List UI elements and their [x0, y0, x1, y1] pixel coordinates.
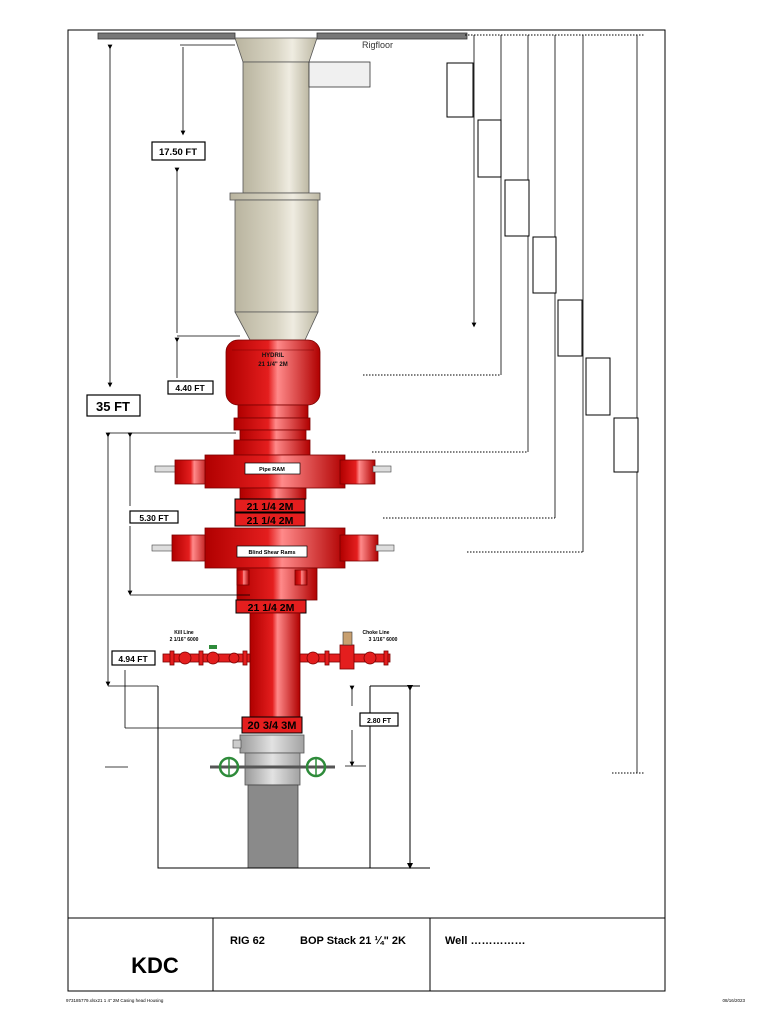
- pipe-ram-label-box: [244, 462, 301, 475]
- cellar-outline: [157, 686, 430, 869]
- blind-shear-label: Blind Shear Rams: [248, 550, 295, 556]
- casing-head-housing: [210, 734, 335, 786]
- blind-shear-rod-right: [375, 544, 395, 552]
- choke-line-flange-1: [324, 650, 330, 666]
- bell-nipple: [229, 37, 321, 341]
- rig-number: RIG 62: [230, 935, 265, 947]
- ladder-box-3: [504, 179, 530, 237]
- bell-nipple-taper: [234, 311, 319, 341]
- choke-line-valve-1: [306, 651, 320, 665]
- bell-nipple-top: [234, 37, 318, 63]
- dim-17-50-box: [151, 141, 206, 161]
- dim-4-40-box: [167, 380, 214, 395]
- company-name: KDC: [131, 953, 179, 978]
- spool-side-left: [236, 569, 250, 586]
- kill-line-valve-3: [228, 652, 240, 664]
- ladder-box-1: [446, 62, 474, 118]
- dim-5-30-box: [129, 510, 179, 524]
- choke-line-flange-2: [383, 650, 389, 666]
- pipe-ram-bonnet-right: [339, 459, 376, 485]
- pipe-ram-bonnet-left: [174, 459, 211, 485]
- casing-head-body: [244, 752, 301, 786]
- hydril-annular: HYDRIL 21 1/4" 2M: [225, 339, 321, 406]
- footer-date: 08/16/2023: [722, 998, 745, 1003]
- blind-shear-bonnet-right: [339, 534, 379, 562]
- rigfloor-label: Rigfloor: [362, 40, 393, 50]
- wellhead-flange-box: [241, 716, 303, 734]
- dim-17-50-label: 17.50 FT: [159, 147, 197, 158]
- pipe-ram-rod-left: [154, 465, 178, 473]
- choke-line-valve-body: [339, 644, 355, 670]
- dim-4-40-label: 4.40 FT: [175, 383, 205, 393]
- kill-line-valve-1: [178, 651, 192, 665]
- kill-line-flange-1: [169, 650, 175, 666]
- drawing-description: BOP Stack 21 ¼" 2K: [300, 935, 406, 947]
- casing-head-top: [239, 734, 305, 754]
- hydril-name: HYDRIL: [262, 353, 285, 359]
- drawing-border: [67, 29, 666, 992]
- choke-line-actuator: [342, 631, 353, 646]
- kill-line-name: Kill Line: [174, 630, 194, 636]
- dim-2-80-box: [359, 712, 399, 727]
- bell-nipple-lower-tube: [234, 199, 319, 313]
- adapter-flange-upper: [233, 417, 311, 431]
- blind-shear-rams: Blind Shear Rams: [151, 527, 395, 569]
- kill-line-valve-2: [206, 651, 220, 665]
- choke-line-valve-2: [363, 651, 377, 665]
- blind-shear-label-box: [236, 545, 308, 558]
- ladder-box-6: [585, 357, 611, 416]
- bell-nipple-flange: [229, 192, 321, 201]
- casing-head-bolt: [232, 739, 242, 749]
- choke-line-spec: 3 1/16" 6000: [369, 637, 398, 643]
- wellhead-flange-label: 20 3/4 3M: [248, 720, 297, 732]
- kill-line-handwheel: [209, 645, 217, 649]
- riser-pipe: [249, 612, 301, 718]
- kill-line: Kill Line 2 1/16" 6000: [162, 630, 251, 666]
- hydril-spool: [237, 404, 309, 419]
- blind-shear-bonnet-left: [171, 534, 211, 562]
- ladder-box-7: [613, 417, 639, 473]
- pipe-ram-label: Pipe RAM: [259, 467, 285, 473]
- kill-line-flange-2: [198, 650, 204, 666]
- dim-4-94-label: 4.94 FT: [118, 654, 148, 664]
- adapter-neck: [239, 429, 307, 441]
- choke-line-name: Choke Line: [363, 630, 390, 636]
- kill-line-pipe: [162, 653, 251, 663]
- dim-5-30-label: 5.30 FT: [139, 513, 169, 523]
- flange-label-3: 21 1/4 2M: [248, 602, 295, 614]
- footer-file: 973185779.xlsx21 1 4" 2M Casing head Hou…: [66, 998, 164, 1003]
- pipe-ram: Pipe RAM: [154, 454, 392, 489]
- dim-35-label: 35 FT: [96, 399, 130, 414]
- surface-casing: [247, 784, 299, 869]
- dim-35-box: [86, 394, 141, 417]
- spool-side-right: [294, 569, 308, 586]
- kill-line-flange-3: [242, 650, 248, 666]
- flange-label-2: 21 1/4 2M: [247, 515, 294, 527]
- ladder-box-5: [557, 299, 583, 357]
- ram-spool: [239, 487, 307, 500]
- choke-line: Choke Line 3 1/16" 6000: [299, 630, 398, 670]
- adapter-flange-lower: [233, 439, 311, 456]
- dim-4-94-box: [111, 650, 156, 666]
- flange-label-1: 21 1/4 2M: [247, 501, 294, 513]
- flange-label-box-1: [234, 498, 306, 513]
- bell-nipple-upper-tube: [242, 61, 310, 194]
- rigfloor-left: [97, 32, 236, 40]
- blind-shear-rod-left: [151, 544, 175, 552]
- flange-label-box-2: [234, 512, 306, 527]
- pipe-ram-rod-right: [372, 465, 392, 473]
- ladder-box-2: [477, 119, 502, 178]
- hydril-size: 21 1/4" 2M: [258, 362, 288, 368]
- dim-2-80-label: 2.80 FT: [367, 718, 392, 725]
- well-name: Well ……………: [445, 935, 525, 947]
- kill-line-spec: 2 1/16" 6000: [170, 637, 199, 643]
- rigfloor-right: [316, 32, 468, 40]
- flowline-box: [308, 61, 371, 88]
- ladder-box-4: [532, 236, 557, 294]
